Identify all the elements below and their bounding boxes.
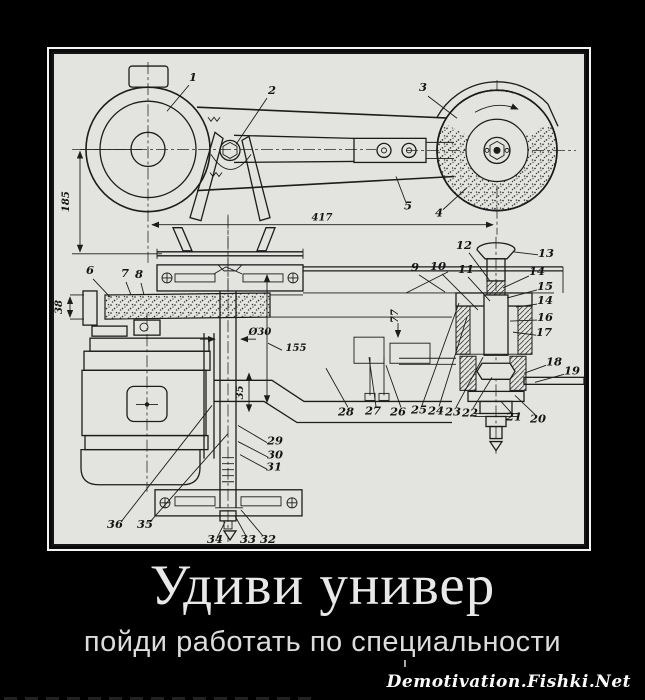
callout-10: 10: [430, 259, 446, 273]
dimension-38: 38: [54, 294, 84, 320]
callout-7: 7: [121, 266, 129, 280]
stray-mark: [404, 660, 406, 667]
callout-14: 14: [529, 264, 545, 278]
callout-23: 23: [444, 404, 461, 418]
front-left-callouts: 6 7 8: [86, 263, 145, 298]
dimension-dia30: Ø30: [200, 327, 272, 343]
top-view-callouts: 1 2 3 4 5: [166, 70, 467, 220]
callout-32: 32: [260, 532, 276, 544]
callout-2: 2: [267, 83, 276, 97]
callout-20: 20: [529, 411, 546, 425]
callout-24: 24: [427, 403, 444, 417]
spindle-assembly: [455, 236, 584, 454]
upper-mount-plate: [156, 264, 304, 292]
dimension-77-label: 77: [390, 309, 401, 323]
callout-1: 1: [189, 70, 197, 84]
callout-35: 35: [137, 517, 153, 531]
callout-36: 36: [107, 517, 123, 531]
callout-27: 27: [364, 403, 381, 417]
callout-11: 11: [458, 262, 474, 276]
dimension-417-label: 417: [312, 213, 333, 224]
callout-6: 6: [86, 263, 94, 277]
photo-frame: 185 417 1 2: [47, 47, 591, 551]
callout-19: 19: [564, 363, 580, 377]
spindle-top-callouts: 9 10 11 12: [411, 238, 491, 311]
lower-mount-plate: [154, 489, 303, 542]
top-view: 185 417 1 2: [61, 62, 576, 297]
column-and-shaft: [203, 214, 237, 542]
spindle-right-callouts: 13 14 15 14 16 17 18 19: [502, 246, 580, 383]
watermark: Demotivation.Fishki.Net: [386, 672, 631, 692]
callout-17: 17: [536, 325, 552, 339]
callout-28: 28: [337, 404, 354, 418]
dimension-38-label: 38: [54, 300, 65, 314]
dimension-155: 155: [263, 274, 307, 404]
dimension-77: 77: [390, 309, 402, 338]
callout-31: 31: [266, 460, 282, 474]
callout-26: 26: [389, 404, 406, 418]
callout-33: 33: [240, 532, 256, 544]
pivot-clamp: [189, 116, 271, 222]
callout-29: 29: [266, 434, 283, 448]
bottom-edge-artifact: [4, 697, 314, 700]
wheel-guard: [436, 81, 559, 127]
dimension-dia30-label: Ø30: [248, 327, 272, 338]
callout-25: 25: [410, 402, 427, 416]
lower-left-callouts: 29 30 31 32 33 34 35 36: [107, 405, 283, 544]
technical-drawing-paper: 185 417 1 2: [52, 52, 586, 546]
poster-title: Удиви универ: [149, 554, 496, 617]
callout-13: 13: [538, 246, 554, 260]
bent-arm: [214, 379, 452, 424]
callout-34: 34: [207, 532, 223, 544]
drawing-svg: 185 417 1 2: [54, 62, 584, 544]
callout-30: 30: [267, 448, 283, 462]
callout-4: 4: [435, 206, 443, 220]
front-view: 38: [54, 214, 584, 544]
callout-18: 18: [546, 354, 562, 368]
callout-14b: 14: [537, 293, 553, 307]
dimension-35: 35: [235, 372, 253, 413]
dimension-185: 185: [61, 148, 162, 255]
callout-3: 3: [419, 80, 427, 94]
dimension-155-label: 155: [286, 343, 307, 354]
callout-5: 5: [404, 199, 412, 213]
bottom-row-callouts: 20 21 22 23 24 25 26 27 28: [325, 302, 546, 426]
clamp-bracket: [353, 336, 456, 401]
rotation-arrow: [474, 103, 519, 113]
grinding-wheel: [436, 81, 559, 212]
electric-motor: [80, 313, 211, 492]
callout-21: 21: [505, 409, 522, 423]
callout-12: 12: [456, 238, 472, 252]
poster-subtitle: пойди работать по специальности: [83, 626, 562, 658]
callout-8: 8: [135, 267, 143, 281]
tension-knob: [476, 242, 516, 260]
dimension-35-label: 35: [235, 385, 246, 399]
callout-9: 9: [411, 260, 419, 274]
callout-16: 16: [537, 310, 553, 324]
side-bar: [523, 376, 584, 386]
dimension-185-label: 185: [61, 191, 72, 212]
dimension-417: 417: [151, 213, 494, 228]
swing-arm: [196, 106, 455, 192]
callout-15: 15: [537, 279, 553, 293]
callout-22: 22: [461, 405, 478, 419]
